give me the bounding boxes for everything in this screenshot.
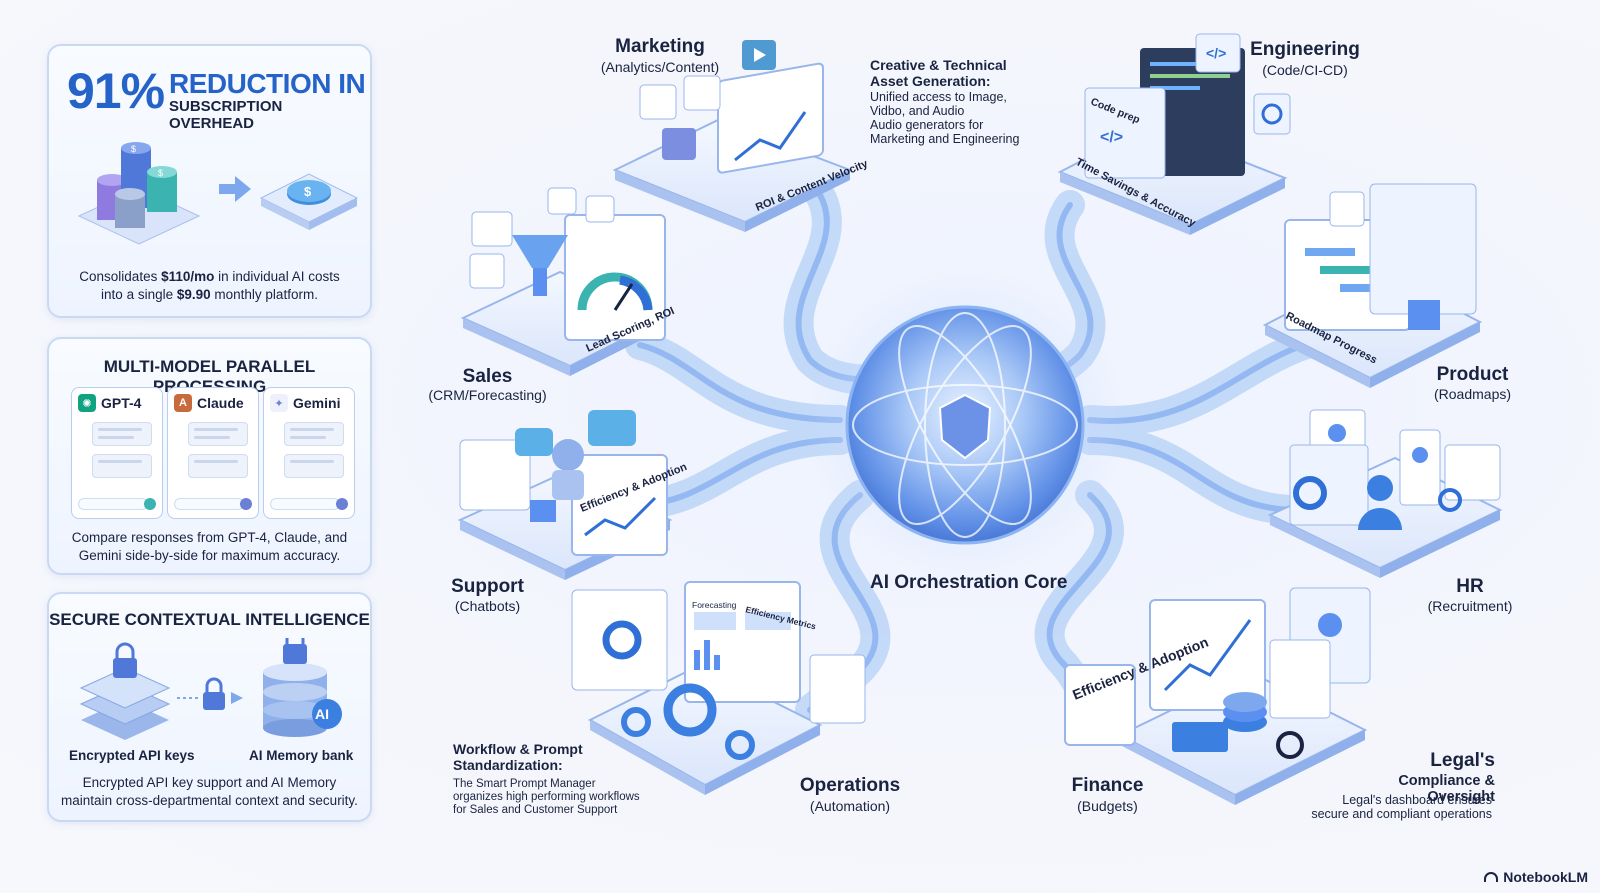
encrypted-server-stack-icon [79,642,171,740]
finance-platform [1064,587,1371,805]
operations-tag1: Forecasting [692,600,737,610]
secure-card: SECURE CONTEXTUAL INTELLIGENCE AI Encryp… [47,592,372,822]
node-finance-sub: (Budgets) [1077,798,1138,814]
model-name: Gemini [293,395,341,411]
multimodel-card: MULTI-MODEL PARALLEL PROCESSING ✺GPT-4 A… [47,337,372,575]
send-icon[interactable] [144,498,156,510]
creative-note-text: Unified access to Image,Vidbo, and Audio… [870,90,1020,146]
svg-text:$: $ [131,144,136,154]
ai-memory-database-icon [263,638,342,737]
node-legal-name: Legal's [1430,750,1495,771]
node-marketing-sub: (Analytics/Content) [600,59,720,75]
model-panel-gpt4: ✺ GPT-4 [71,387,163,519]
gpt4-logo-icon: ✺ [78,394,96,412]
node-product-sub: (Roadmaps) [1433,386,1512,402]
sales-platform [460,187,668,376]
send-icon[interactable] [336,498,348,510]
operations-platform [571,581,866,795]
node-support-sub: (Chatbots) [454,598,521,614]
node-operations-sub: (Automation) [809,798,891,814]
encrypted-api-keys-label: Encrypted API keys [69,748,195,763]
reduction-subtitle: SUBSCRIPTION OVERHEAD [169,98,283,132]
node-engineering-name: Engineering [1250,39,1360,60]
node-sales-name: Sales [462,366,513,387]
model-name: GPT-4 [101,395,142,411]
hr-platform [1267,409,1503,578]
svg-text:</>: </> [1206,45,1226,61]
lock-arrow-icon [177,677,243,710]
send-icon[interactable] [240,498,252,510]
marketing-platform [612,40,853,232]
coin-stack-gray-icon [115,188,145,228]
node-support-name: Support [451,576,524,597]
model-panel-gemini: ✦ Gemini [263,387,355,519]
notebooklm-logo-icon [1484,872,1499,882]
ai-memory-bank-label: AI Memory bank [249,748,354,763]
ai-badge-icon: AI [315,706,329,722]
claude-logo-icon: A [174,394,192,412]
single-coin-platform-icon: $ [259,173,359,230]
engineering-platform: </> </> [1057,33,1291,235]
model-name: Claude [197,395,244,411]
multimodel-description: Compare responses from GPT-4, Claude, an… [71,530,348,563]
model-panel-claude: A Claude [167,387,259,519]
node-legal-sub: Compliance & Oversight [1398,773,1495,805]
secure-illustration [79,638,342,740]
ai-orchestration-core-sphere [805,265,1125,585]
svg-text:</>: </> [1100,129,1123,146]
secure-title: SECURE CONTEXTUAL INTELLIGENCE [49,610,370,629]
node-hr-sub: (Recruitment) [1427,598,1513,614]
coin-stacks-illustration: $ $ $ [77,142,359,245]
node-sales-sub: (CRM/Forecasting) [428,387,547,403]
reduction-title: REDUCTION IN [169,68,366,99]
node-engineering-sub: (Code/CI-CD) [1262,62,1348,78]
node-hr-name: HR [1456,576,1484,597]
node-marketing-name: Marketing [615,36,705,57]
reduction-description: Consolidates $110/mo in individual AI co… [79,269,340,302]
support-platform [457,410,673,580]
reduction-percent: 91% [67,63,165,119]
node-finance-name: Finance [1071,775,1144,796]
node-operations-name: Operations [799,775,901,796]
reduction-card: 91% REDUCTION IN SUBSCRIPTION OVERHEAD $… [47,44,372,318]
brand-name: NotebookLM [1503,869,1588,885]
coin-stack-teal-icon: $ [147,166,177,212]
core-label: AI Orchestration Core [870,572,1068,593]
gemini-logo-icon: ✦ [270,394,288,412]
svg-text:$: $ [304,184,312,199]
arrow-right-icon [219,176,251,202]
brand: NotebookLM [1484,869,1588,885]
node-product-name: Product [1436,364,1509,385]
svg-text:$: $ [158,168,163,178]
product-platform [1262,183,1483,388]
